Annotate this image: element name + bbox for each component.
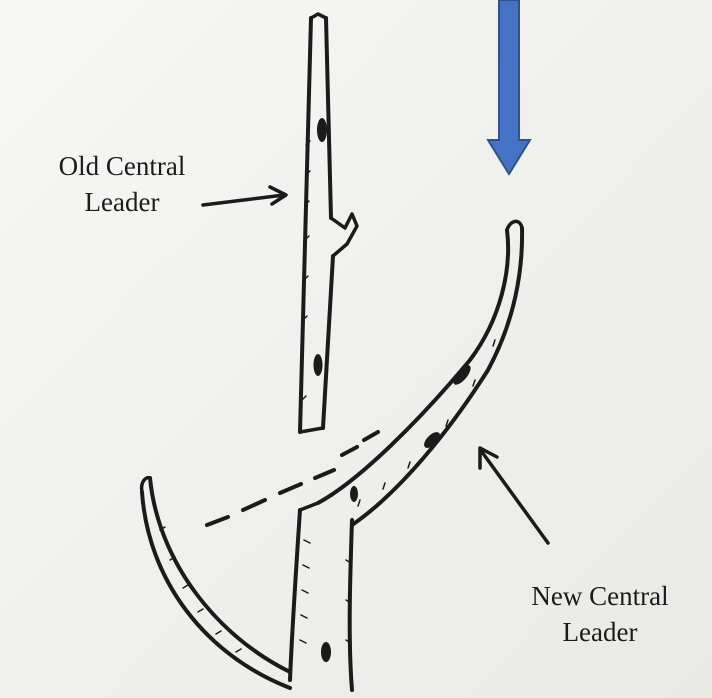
new-leader-pointer-arrow (480, 448, 548, 543)
down-arrow-icon (488, 0, 530, 174)
old-central-leader-branch (300, 14, 357, 432)
new-central-leader-label: New Central Leader (500, 578, 700, 650)
new-central-leader-label-line2: Leader (500, 614, 700, 650)
old-central-leader-label-line1: Old Central (22, 148, 222, 184)
new-central-leader-branch (318, 221, 522, 525)
old-central-leader-label-line2: Leader (22, 184, 222, 220)
main-trunk (290, 486, 358, 690)
left-side-branch (142, 478, 290, 688)
old-central-leader-label: Old Central Leader (22, 148, 222, 220)
new-central-leader-label-line1: New Central (500, 578, 700, 614)
